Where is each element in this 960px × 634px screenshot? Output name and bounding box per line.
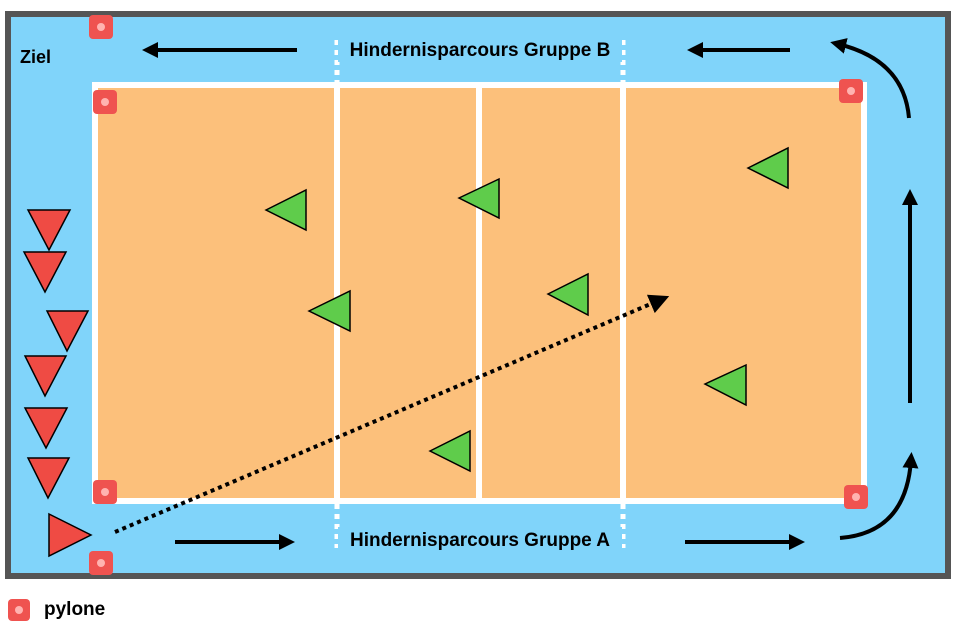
start-triangle-icon [23, 407, 69, 450]
obstacle-triangle-icon [746, 146, 789, 190]
obstacle-triangle-icon [428, 429, 471, 473]
pylon-icon [93, 90, 117, 114]
start-triangle-icon [23, 355, 68, 398]
start-triangle-icon [26, 457, 71, 500]
arrow-curve-top-right [830, 38, 911, 119]
start-triangle-icon [26, 209, 72, 252]
obstacle-triangle-icon [546, 272, 589, 317]
legend-pylon-label: pylone [44, 599, 106, 620]
group-b-label: Hindernisparcours Gruppe B [350, 40, 611, 61]
pylons [89, 15, 868, 575]
obstacle-triangle-icon [703, 363, 747, 407]
start-triangle-icon [45, 310, 90, 353]
group-a-label: Hindernisparcours Gruppe A [350, 530, 610, 551]
obstacle-triangle-icon [307, 289, 351, 333]
pylon-icon [93, 480, 117, 504]
start-markers [22, 209, 93, 558]
arrow-curve-bottom-right [839, 452, 919, 540]
dashed-extensions [334, 40, 626, 548]
start-triangle-icon [22, 251, 68, 294]
pylon-icon [844, 485, 868, 509]
obstacle-triangle-icon [457, 177, 500, 220]
obstacles [264, 146, 789, 473]
pylon-icon [8, 599, 30, 621]
legend: pylone [8, 596, 105, 624]
obstacle-triangle-icon [264, 188, 307, 232]
arrow-diagonal-dotted [114, 294, 670, 534]
goal-label: Ziel [20, 47, 51, 67]
pylon-icon [89, 551, 113, 575]
pylon-icon [839, 79, 863, 103]
start-triangle-icon [48, 512, 93, 558]
pylon-icon [89, 15, 113, 39]
